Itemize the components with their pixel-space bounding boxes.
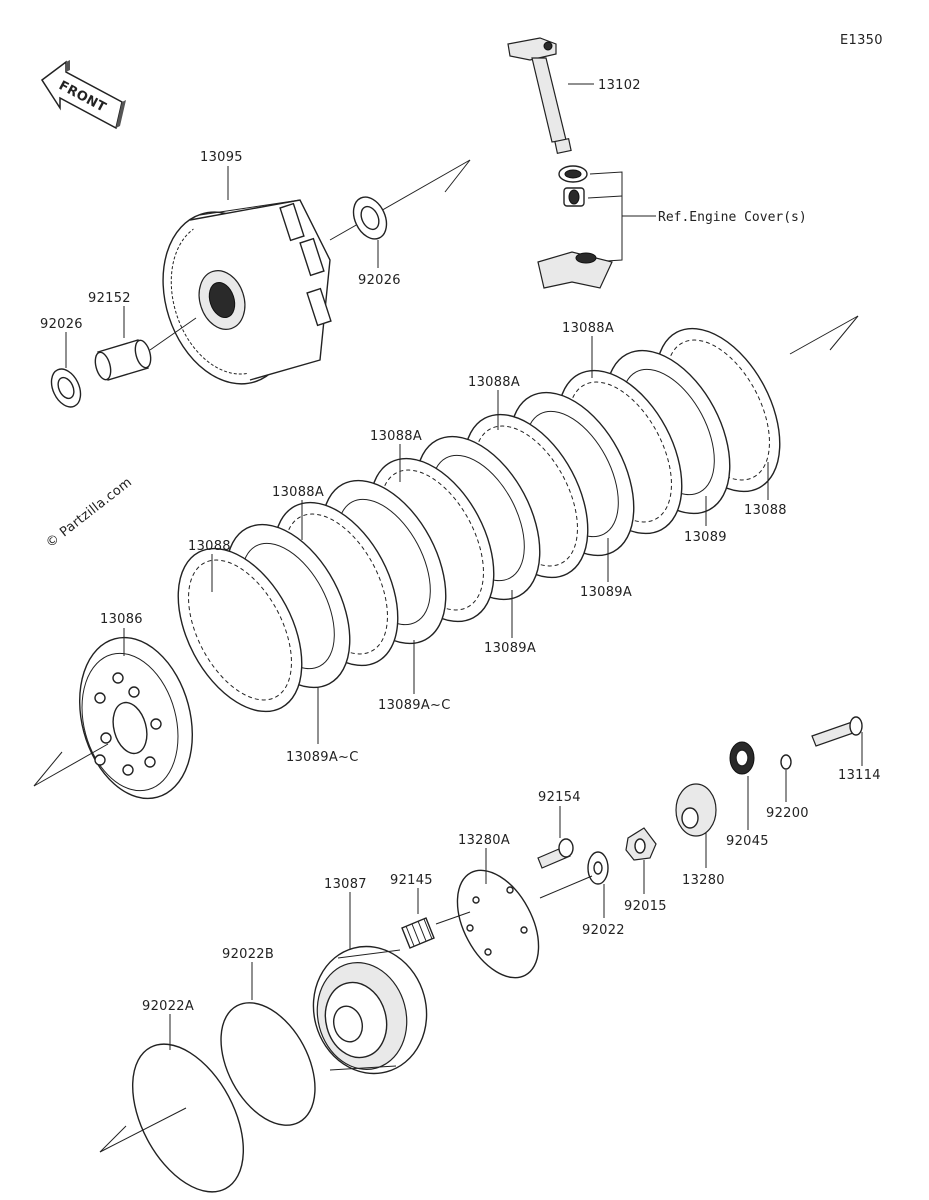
part-label-13095: 13095 bbox=[200, 150, 243, 165]
part-label-92200: 92200 bbox=[766, 806, 809, 821]
clutch-plate-stack bbox=[153, 327, 781, 732]
friction-plate[interactable] bbox=[153, 528, 327, 732]
part-label-92154: 92154 bbox=[538, 790, 581, 805]
part-label-13088-right: 13088 bbox=[744, 503, 787, 518]
part-92152-sleeve[interactable] bbox=[93, 339, 154, 382]
part-92154-bolt[interactable] bbox=[537, 838, 574, 869]
part-92015-nut[interactable] bbox=[625, 827, 657, 861]
part-label-13089a-2: 13089A bbox=[484, 641, 536, 656]
seal-ring bbox=[558, 165, 588, 207]
part-92026-washer-left[interactable] bbox=[46, 364, 86, 411]
part-label-13088a-1: 13088A bbox=[562, 321, 614, 336]
front-arrow-icon: FRONT bbox=[40, 60, 126, 130]
part-13095-clutch-housing[interactable] bbox=[142, 195, 332, 401]
part-label-13089a-c-1: 13089A~C bbox=[378, 698, 451, 713]
part-label-13102: 13102 bbox=[598, 78, 641, 93]
part-label-92015: 92015 bbox=[624, 899, 667, 914]
part-label-13088a-4: 13088A bbox=[272, 485, 324, 500]
part-13280a-lifter-plate[interactable] bbox=[441, 857, 555, 991]
part-label-13088-left: 13088 bbox=[188, 539, 231, 554]
part-13087-clutch-hub[interactable] bbox=[299, 934, 440, 1087]
part-label-13089: 13089 bbox=[684, 530, 727, 545]
part-13114-bolt[interactable] bbox=[811, 716, 863, 747]
part-label-13087: 13087 bbox=[324, 877, 367, 892]
part-13086-pressure-plate[interactable] bbox=[63, 625, 210, 811]
part-label-92026-left: 92026 bbox=[40, 317, 83, 332]
part-92026-washer[interactable] bbox=[347, 192, 393, 245]
part-label-13280a: 13280A bbox=[458, 833, 510, 848]
part-label-13088a-3: 13088A bbox=[370, 429, 422, 444]
part-label-13114: 13114 bbox=[838, 768, 881, 783]
part-label-92022a: 92022A bbox=[142, 999, 194, 1014]
part-label-92152: 92152 bbox=[88, 291, 131, 306]
part-13280-pusher[interactable] bbox=[675, 783, 717, 837]
part-label-13086: 13086 bbox=[100, 612, 143, 627]
part-label-13088a-2: 13088A bbox=[468, 375, 520, 390]
part-92022a-ring[interactable] bbox=[110, 1026, 266, 1200]
part-92022b-ring[interactable] bbox=[202, 987, 335, 1141]
part-label-13089a-1: 13089A bbox=[580, 585, 632, 600]
engine-cover-fragment bbox=[537, 251, 613, 289]
watermark: © Partzilla.com bbox=[43, 475, 135, 551]
part-label-13280: 13280 bbox=[682, 873, 725, 888]
ref-engine-cover-note: Ref.Engine Cover(s) bbox=[658, 210, 807, 225]
part-92022-washer[interactable] bbox=[587, 851, 609, 885]
part-label-92022b: 92022B bbox=[222, 947, 274, 962]
part-label-92045: 92045 bbox=[726, 834, 769, 849]
part-13102-shaft[interactable] bbox=[507, 37, 572, 155]
part-label-13089a-c-2: 13089A~C bbox=[286, 750, 359, 765]
part-92200-washer[interactable] bbox=[780, 754, 792, 770]
part-label-92145: 92145 bbox=[390, 873, 433, 888]
part-92045-bearing[interactable] bbox=[729, 741, 755, 775]
part-label-92022: 92022 bbox=[582, 923, 625, 938]
part-92145-spring[interactable] bbox=[401, 917, 435, 949]
diagram-code: E1350 bbox=[840, 33, 883, 48]
part-label-92026-top: 92026 bbox=[358, 273, 401, 288]
